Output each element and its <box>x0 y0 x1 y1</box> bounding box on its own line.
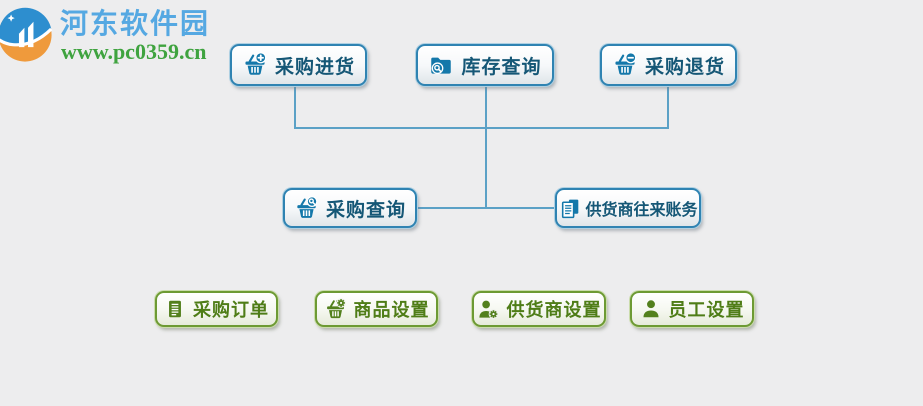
button-label: 员工设置 <box>668 300 745 320</box>
button-label: 商品设置 <box>353 300 430 320</box>
hedong-logo-icon <box>0 7 53 62</box>
purchase-incoming-button[interactable]: 采购进货 <box>230 44 367 86</box>
stock-query-button[interactable]: 库存查询 <box>416 44 554 86</box>
basket-search-icon <box>297 195 318 218</box>
supplier-accounts-button[interactable]: 供货商往来账务 <box>555 188 701 228</box>
purchase-query-button[interactable]: 采购查询 <box>283 188 417 228</box>
purchase-return-button[interactable]: 采购退货 <box>600 44 737 86</box>
basket-gear-icon <box>326 297 346 318</box>
button-label: 采购进货 <box>274 56 355 78</box>
watermark-site-url: www.pc0359.cn <box>61 39 207 64</box>
button-label: 库存查询 <box>461 56 542 78</box>
document-icon <box>169 300 181 318</box>
watermark-site-name: 河东软件园 <box>60 8 211 39</box>
button-label: 供货商往来账务 <box>585 202 698 219</box>
documents-icon <box>562 199 579 218</box>
basket-plus-icon <box>245 52 267 75</box>
user-gear-icon <box>478 300 498 319</box>
employee-settings-button[interactable]: 员工设置 <box>630 291 754 327</box>
purchase-order-button[interactable]: 采购订单 <box>155 291 278 327</box>
button-label: 采购订单 <box>193 300 269 320</box>
site-watermark: 河东软件园 www.pc0359.cn <box>0 4 230 66</box>
product-settings-button[interactable]: 商品设置 <box>315 291 438 327</box>
supplier-settings-button[interactable]: 供货商设置 <box>472 291 606 327</box>
button-label: 采购退货 <box>644 56 725 78</box>
button-label: 采购查询 <box>325 199 406 221</box>
folder-search-icon <box>431 57 452 75</box>
basket-minus-icon <box>615 52 637 75</box>
user-icon <box>642 300 659 318</box>
button-label: 供货商设置 <box>506 300 602 320</box>
